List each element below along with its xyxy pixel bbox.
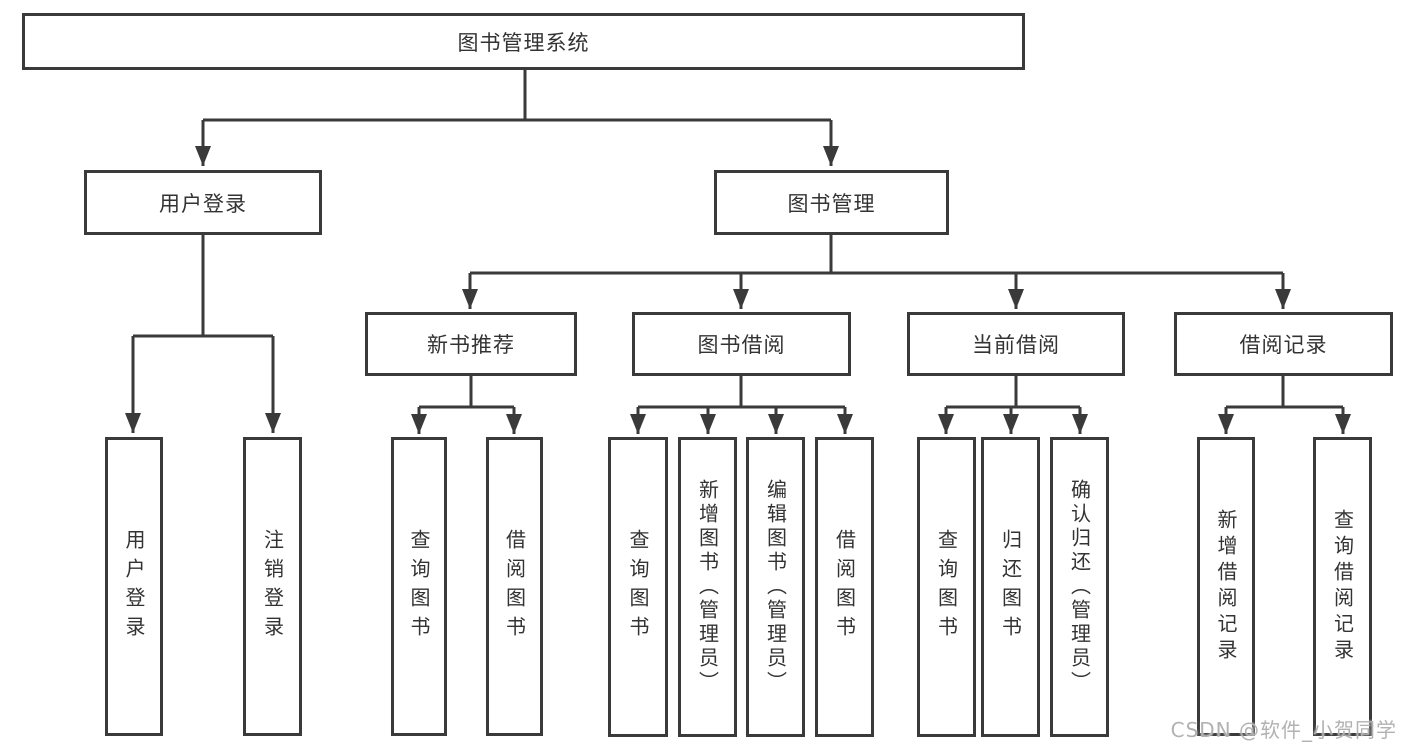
leaf-query-books-current-label: 查询图书 <box>934 529 959 645</box>
node-book-management: 图书管理 <box>714 170 949 235</box>
leaf-borrow-books-borrowing-label: 借阅图书 <box>832 529 857 645</box>
leaf-query-books-recommend-label: 查询图书 <box>407 528 431 645</box>
node-new-book-recommend: 新书推荐 <box>365 312 577 376</box>
leaf-edit-books-admin: 编辑图书（管理员） <box>746 437 805 737</box>
leaf-confirm-return-admin-label: 确认归还（管理员） <box>1067 479 1092 695</box>
leaf-add-books-admin: 新增图书（管理员） <box>678 437 737 737</box>
leaf-query-books-current: 查询图书 <box>917 437 976 737</box>
leaf-query-books-borrowing-label: 查询图书 <box>626 529 650 645</box>
leaf-add-borrow-record-label: 新增借阅记录 <box>1214 508 1238 665</box>
leaf-user-login-label: 用户登录 <box>122 528 146 645</box>
leaf-add-books-admin-label: 新增图书（管理员） <box>695 479 720 695</box>
leaf-borrow-books-recommend: 借阅图书 <box>486 437 543 736</box>
leaf-borrow-books-borrowing: 借阅图书 <box>815 437 874 737</box>
leaf-return-books-label: 归还图书 <box>998 529 1023 645</box>
csdn-watermark: CSDN @软件_小贺同学 <box>1170 718 1397 742</box>
leaf-borrow-books-recommend-label: 借阅图书 <box>502 528 527 645</box>
leaf-query-books-borrowing: 查询图书 <box>608 437 668 737</box>
node-current-borrowing: 当前借阅 <box>907 312 1125 376</box>
leaf-user-login: 用户登录 <box>105 437 163 736</box>
leaf-query-books-recommend: 查询图书 <box>391 437 447 736</box>
leaf-confirm-return-admin: 确认归还（管理员） <box>1050 437 1109 737</box>
leaf-edit-books-admin-label: 编辑图书（管理员） <box>763 479 788 695</box>
node-borrowing-records: 借阅记录 <box>1174 312 1393 376</box>
leaf-return-books: 归还图书 <box>981 437 1040 737</box>
node-book-borrowing: 图书借阅 <box>632 312 851 376</box>
node-user-login: 用户登录 <box>84 170 322 235</box>
leaf-query-borrow-record-label: 查询借阅记录 <box>1330 508 1355 665</box>
leaf-query-borrow-record: 查询借阅记录 <box>1313 437 1372 736</box>
node-library-system: 图书管理系统 <box>22 13 1025 70</box>
leaf-logout-login: 注销登录 <box>243 437 302 736</box>
leaf-logout-login-label: 注销登录 <box>260 528 285 645</box>
leaf-add-borrow-record: 新增借阅记录 <box>1197 437 1255 736</box>
